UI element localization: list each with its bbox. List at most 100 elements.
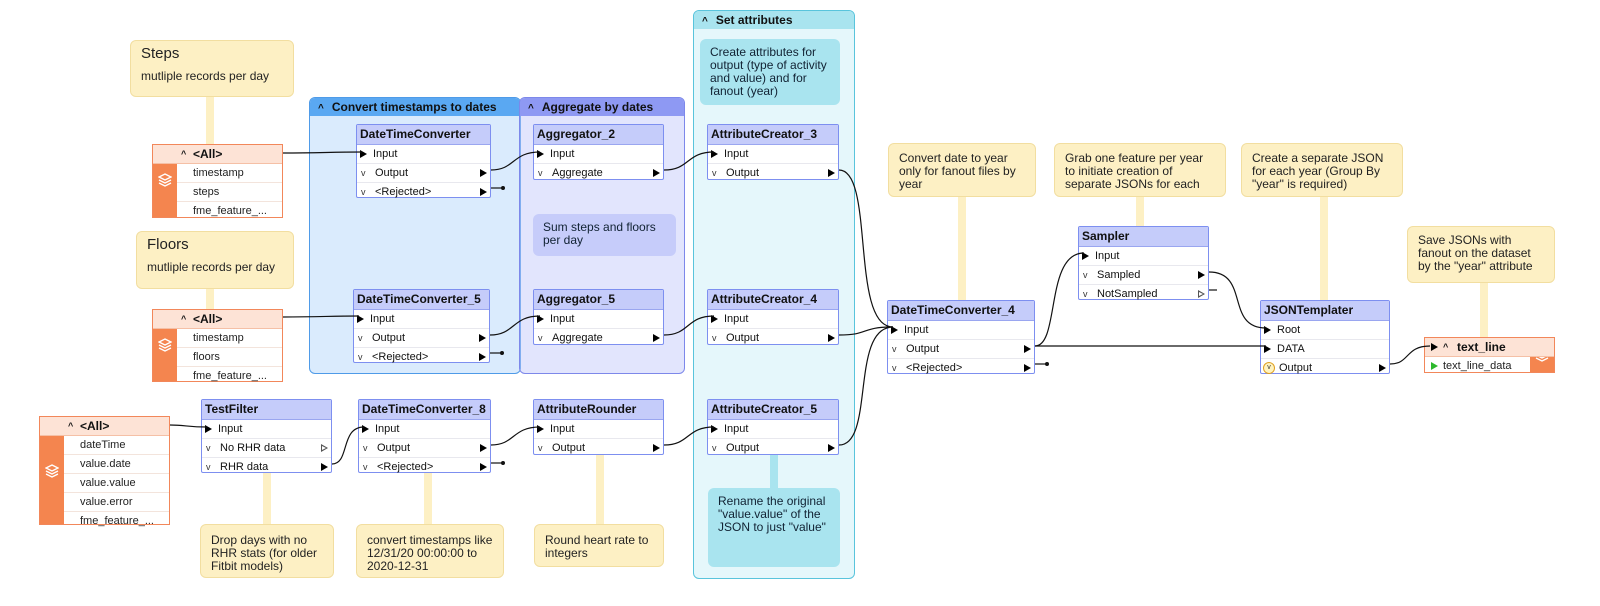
output-port-icon[interactable] — [1024, 345, 1031, 353]
input-port[interactable]: Input — [534, 420, 663, 439]
chevron-down-icon[interactable]: v — [358, 333, 363, 343]
note-sum[interactable]: Sum steps and floors per day — [533, 214, 676, 256]
chevron-down-icon[interactable]: v — [1083, 289, 1088, 299]
input-port-icon[interactable] — [711, 425, 718, 433]
input-port-icon[interactable] — [205, 425, 212, 433]
bookmark-header[interactable]: ^Aggregate by dates — [520, 98, 684, 116]
writer-text-line[interactable]: ^text_line text_line_data — [1424, 337, 1555, 373]
input-port[interactable]: Input — [202, 420, 331, 439]
input-port-root[interactable]: Root — [1261, 321, 1389, 340]
output-port-icon[interactable] — [321, 444, 328, 452]
bookmark-header[interactable]: ^Set attributes — [694, 11, 854, 29]
reader-rhr[interactable]: ^<All> dateTime value.date value.value v… — [39, 416, 170, 527]
note-separate-json[interactable]: Create a separate JSON for each year (Gr… — [1241, 143, 1403, 197]
input-port-icon[interactable] — [1264, 345, 1271, 353]
input-port-icon[interactable] — [362, 425, 369, 433]
note-floors[interactable]: Floors mutliple records per day — [136, 231, 294, 289]
chevron-down-icon[interactable]: v — [712, 443, 717, 453]
chevron-down-icon[interactable]: v — [363, 462, 368, 472]
output-port-icon[interactable] — [828, 444, 835, 452]
chevron-down-icon[interactable]: v — [538, 443, 543, 453]
collapse-icon[interactable]: ^ — [181, 149, 187, 159]
output-port-icon[interactable] — [321, 463, 328, 471]
note-save-json[interactable]: Save JSONs with fanout on the dataset by… — [1407, 226, 1555, 283]
input-port[interactable]: Input — [1079, 247, 1208, 266]
note-convert-timestamps[interactable]: convert timestamps like 12/31/20 00:00:0… — [356, 524, 504, 578]
output-port-icon[interactable] — [480, 169, 487, 177]
collapse-icon[interactable]: ^ — [181, 314, 187, 324]
chevron-down-icon[interactable]: v — [361, 187, 366, 197]
input-port-icon[interactable] — [357, 315, 364, 323]
output-port-icon[interactable] — [480, 463, 487, 471]
output-port-icon[interactable] — [479, 353, 486, 361]
note-convert-year[interactable]: Convert date to year only for fanout fil… — [888, 143, 1036, 197]
chevron-down-icon[interactable]: v — [206, 443, 211, 453]
input-port-icon[interactable] — [711, 150, 718, 158]
output-port-icon[interactable] — [653, 169, 660, 177]
chevron-down-icon[interactable]: v — [206, 462, 211, 472]
note-rename[interactable]: Rename the original "value.value" of the… — [708, 488, 840, 567]
input-port[interactable]: Input — [357, 145, 490, 164]
reader-floors[interactable]: ^<All> timestamp floors fme_feature_... — [152, 309, 283, 382]
reader-steps[interactable]: ^<All> timestamp steps fme_feature_... — [152, 144, 283, 218]
input-port[interactable]: Input — [708, 310, 838, 329]
chevron-down-icon[interactable]: v — [712, 168, 717, 178]
output-port-icon[interactable] — [480, 188, 487, 196]
note-round[interactable]: Round heart rate to integers — [534, 524, 664, 567]
output-port-icon[interactable] — [1198, 271, 1205, 279]
chevron-down-icon[interactable]: v — [361, 168, 366, 178]
output-port-icon[interactable] — [1024, 364, 1031, 372]
rejected-port[interactable]: v<Rejected> — [888, 359, 1034, 377]
rejected-port[interactable]: v<Rejected> — [354, 348, 489, 366]
input-port-icon[interactable] — [1431, 343, 1438, 351]
input-port[interactable]: Input — [534, 310, 663, 329]
chevron-down-icon[interactable]: v — [892, 344, 897, 354]
input-port[interactable]: Input — [354, 310, 489, 329]
chevron-down-icon[interactable]: v — [892, 363, 897, 373]
input-port[interactable]: Input — [534, 145, 663, 164]
output-port-icon[interactable] — [653, 444, 660, 452]
writer-header[interactable]: ^text_line — [1425, 338, 1554, 357]
bookmark-header[interactable]: ^Convert timestamps to dates — [310, 98, 520, 116]
collapse-icon[interactable]: ^ — [702, 16, 708, 27]
output-port-icon[interactable] — [653, 334, 660, 342]
chevron-down-icon[interactable]: v — [363, 443, 368, 453]
output-port-icon[interactable] — [479, 334, 486, 342]
chevron-down-icon[interactable]: v — [358, 352, 363, 362]
reader-header[interactable]: ^<All> — [40, 417, 169, 436]
input-port-icon[interactable] — [537, 425, 544, 433]
note-drop-days[interactable]: Drop days with no RHR stats (for older F… — [200, 524, 334, 578]
output-port-icon[interactable] — [828, 334, 835, 342]
chevron-down-icon[interactable]: v — [1083, 270, 1088, 280]
chevron-down-icon[interactable]: v — [712, 333, 717, 343]
reader-header[interactable]: ^<All> — [153, 310, 282, 329]
note-grab[interactable]: Grab one feature per year to initiate cr… — [1054, 143, 1226, 197]
input-port[interactable]: Input — [708, 420, 838, 439]
chevron-down-icon[interactable]: v — [538, 333, 543, 343]
input-port-icon[interactable] — [537, 150, 544, 158]
input-port-icon[interactable] — [360, 150, 367, 158]
